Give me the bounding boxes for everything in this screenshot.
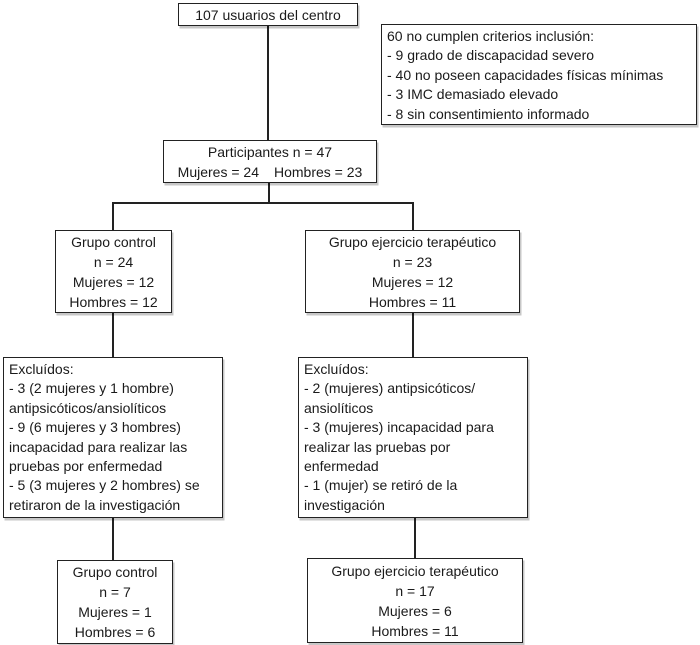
control-excluded-line: pruebas por enfermedad: [9, 458, 163, 475]
box-participants: Participantes n = 47 Mujeres = 24 Hombre…: [163, 140, 377, 183]
exercise-final-title: Grupo ejercicio terapéutico: [331, 562, 499, 579]
connector-participants-to-fork: [268, 182, 270, 204]
connector-exercise-to-excluded: [412, 312, 414, 358]
exercise-excluded-line: ansiolíticos: [304, 399, 374, 416]
control-group-mujeres: Mujeres = 12: [72, 273, 155, 290]
exercise-excluded-line: investigación: [304, 496, 385, 513]
box-control-final: Grupo control n = 7 Mujeres = 1 Hombres …: [57, 560, 173, 644]
box-control-group: Grupo control n = 24 Mujeres = 12 Hombre…: [55, 230, 172, 313]
connector-control-to-excluded: [112, 312, 114, 358]
participants-mujeres: Mujeres = 24: [177, 163, 259, 180]
box-exclusion-criteria: 60 no cumplen criterios inclusión: - 9 g…: [381, 24, 697, 125]
control-excluded-line: - 3 (2 mujeres y 1 hombre): [9, 380, 174, 397]
exercise-group-n: n = 23: [392, 253, 433, 270]
exercise-final-n: n = 17: [395, 582, 435, 599]
exercise-excluded-line: - 2 (mujeres) antipsicóticos/: [304, 380, 476, 397]
control-final-title: Grupo control: [72, 564, 158, 580]
exercise-final-mujeres: Mujeres = 6: [378, 602, 452, 619]
source-label: 107 usuarios del centro: [195, 6, 341, 23]
exercise-group-title: Grupo ejercicio terapéutico: [328, 233, 497, 250]
control-group-n: n = 24: [93, 253, 134, 270]
connector-fork-to-exercise: [412, 202, 414, 231]
connector-excluded-to-exercise-final: [414, 517, 416, 559]
control-group-title: Grupo control: [71, 233, 156, 250]
exclusion-criteria-title: 60 no cumplen criterios inclusión:: [387, 28, 594, 44]
control-final-mujeres: Mujeres = 1: [78, 604, 152, 620]
control-excluded-line: antipsicóticos/ansiolíticos: [9, 399, 167, 416]
exercise-excluded-line: realizar las pruebas por: [304, 438, 451, 455]
control-excluded-title: Excluídos:: [9, 361, 74, 377]
control-final-n: n = 7: [99, 584, 131, 600]
exclusion-criteria-item: - 40 no poseen capacidades físicas mínim…: [387, 66, 664, 83]
exercise-excluded-line: enfermedad: [304, 458, 379, 475]
control-excluded-line: - 9 (6 mujeres y 3 hombres): [9, 419, 181, 436]
box-exercise-excluded: Excluídos: - 2 (mujeres) antipsicóticos/…: [298, 357, 528, 518]
connector-excluded-to-control-final: [112, 517, 114, 561]
control-excluded-line: - 5 (3 mujeres y 2 hombres) se: [9, 477, 200, 494]
exercise-final-hombres: Hombres = 11: [371, 622, 459, 639]
participants-count: Participantes n = 47: [207, 143, 333, 160]
control-final-hombres: Hombres = 6: [74, 624, 156, 640]
exercise-excluded-line: - 1 (mujer) se retiró de la: [304, 477, 458, 494]
control-excluded-line: retiraron de la investigación: [9, 496, 181, 513]
exercise-excluded-title: Excluídos:: [304, 361, 369, 377]
connector-fork-horizontal: [112, 202, 414, 204]
control-excluded-line: incapacidad para realizar las: [9, 438, 188, 455]
participants-gender-row: Mujeres = 24 Hombres = 23: [164, 162, 376, 182]
participants-hombres: Hombres = 23: [274, 163, 363, 180]
exercise-group-hombres: Hombres = 11: [368, 293, 457, 310]
exercise-excluded-line: - 3 (mujeres) incapacidad para: [304, 419, 494, 436]
exclusion-criteria-item: - 3 IMC demasiado elevado: [387, 86, 559, 103]
connector-source-to-participants: [267, 25, 269, 141]
connector-fork-to-control: [112, 202, 114, 231]
exercise-group-mujeres: Mujeres = 12: [371, 273, 454, 290]
box-source: 107 usuarios del centro: [178, 3, 358, 26]
box-exercise-group: Grupo ejercicio terapéutico n = 23 Mujer…: [305, 230, 520, 313]
box-control-excluded: Excluídos: - 3 (2 mujeres y 1 hombre) an…: [3, 357, 223, 518]
box-exercise-final: Grupo ejercicio terapéutico n = 17 Mujer…: [307, 558, 523, 643]
exclusion-criteria-item: - 9 grado de discapacidad severo: [387, 47, 595, 64]
exclusion-criteria-item: - 8 sin consentimiento informado: [387, 105, 590, 122]
control-group-hombres: Hombres = 12: [69, 293, 158, 310]
